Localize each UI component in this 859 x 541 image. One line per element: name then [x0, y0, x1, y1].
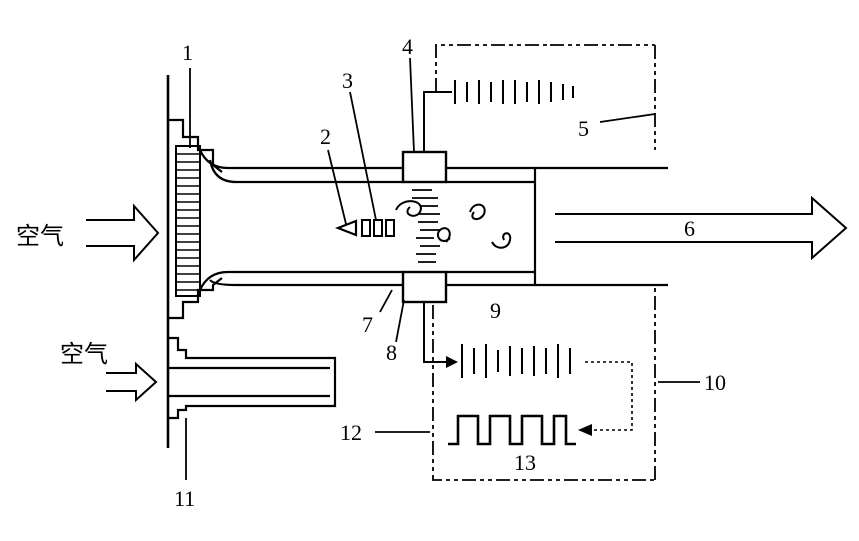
- transmitted-wave: [454, 80, 574, 104]
- receiver-lead-arrowhead: [446, 356, 458, 368]
- label-3: 3: [342, 68, 353, 93]
- label-1: 1: [182, 40, 193, 65]
- signal-converter-line: [585, 361, 633, 431]
- label-9: 9: [490, 298, 501, 323]
- label-8: 8: [386, 340, 397, 365]
- outlet-flow-arrow: [555, 195, 848, 261]
- ultrasonic-wave-marks: [412, 189, 440, 263]
- vortex-stabilizer: [361, 219, 395, 237]
- signal-converter-arrowhead: [578, 424, 592, 436]
- label-4: 4: [402, 34, 413, 59]
- bypass-air-channel: [168, 336, 337, 420]
- bypass-air-label: 空气: [60, 340, 108, 368]
- vortex-generator: [334, 219, 358, 237]
- label-6: 6: [684, 216, 695, 241]
- ultrasonic-receiver: [401, 270, 448, 304]
- label-13: 13: [514, 450, 536, 475]
- measuring-tube: [198, 149, 668, 291]
- label-10: 10: [704, 370, 726, 395]
- label-12: 12: [340, 420, 362, 445]
- main-air-label: 空气: [16, 222, 64, 250]
- honeycomb-rectifier: [168, 118, 223, 320]
- ultrasonic-transmitter: [401, 150, 448, 184]
- main-air-inlet-arrow: [86, 203, 160, 263]
- label-7: 7: [362, 312, 373, 337]
- receiver-lead: [423, 302, 454, 363]
- transmitter-lead: [423, 91, 452, 152]
- label-11: 11: [174, 486, 195, 511]
- leader-lines: [185, 57, 700, 480]
- label-2: 2: [320, 124, 331, 149]
- receiver-circuit-box: [432, 285, 656, 481]
- bypass-air-inlet-arrow: [106, 361, 158, 403]
- received-wave: [461, 344, 571, 378]
- pulse-signal: [448, 414, 576, 446]
- karman-vortices: [395, 200, 512, 249]
- label-5: 5: [578, 116, 589, 141]
- transmitter-circuit-box: [435, 44, 656, 150]
